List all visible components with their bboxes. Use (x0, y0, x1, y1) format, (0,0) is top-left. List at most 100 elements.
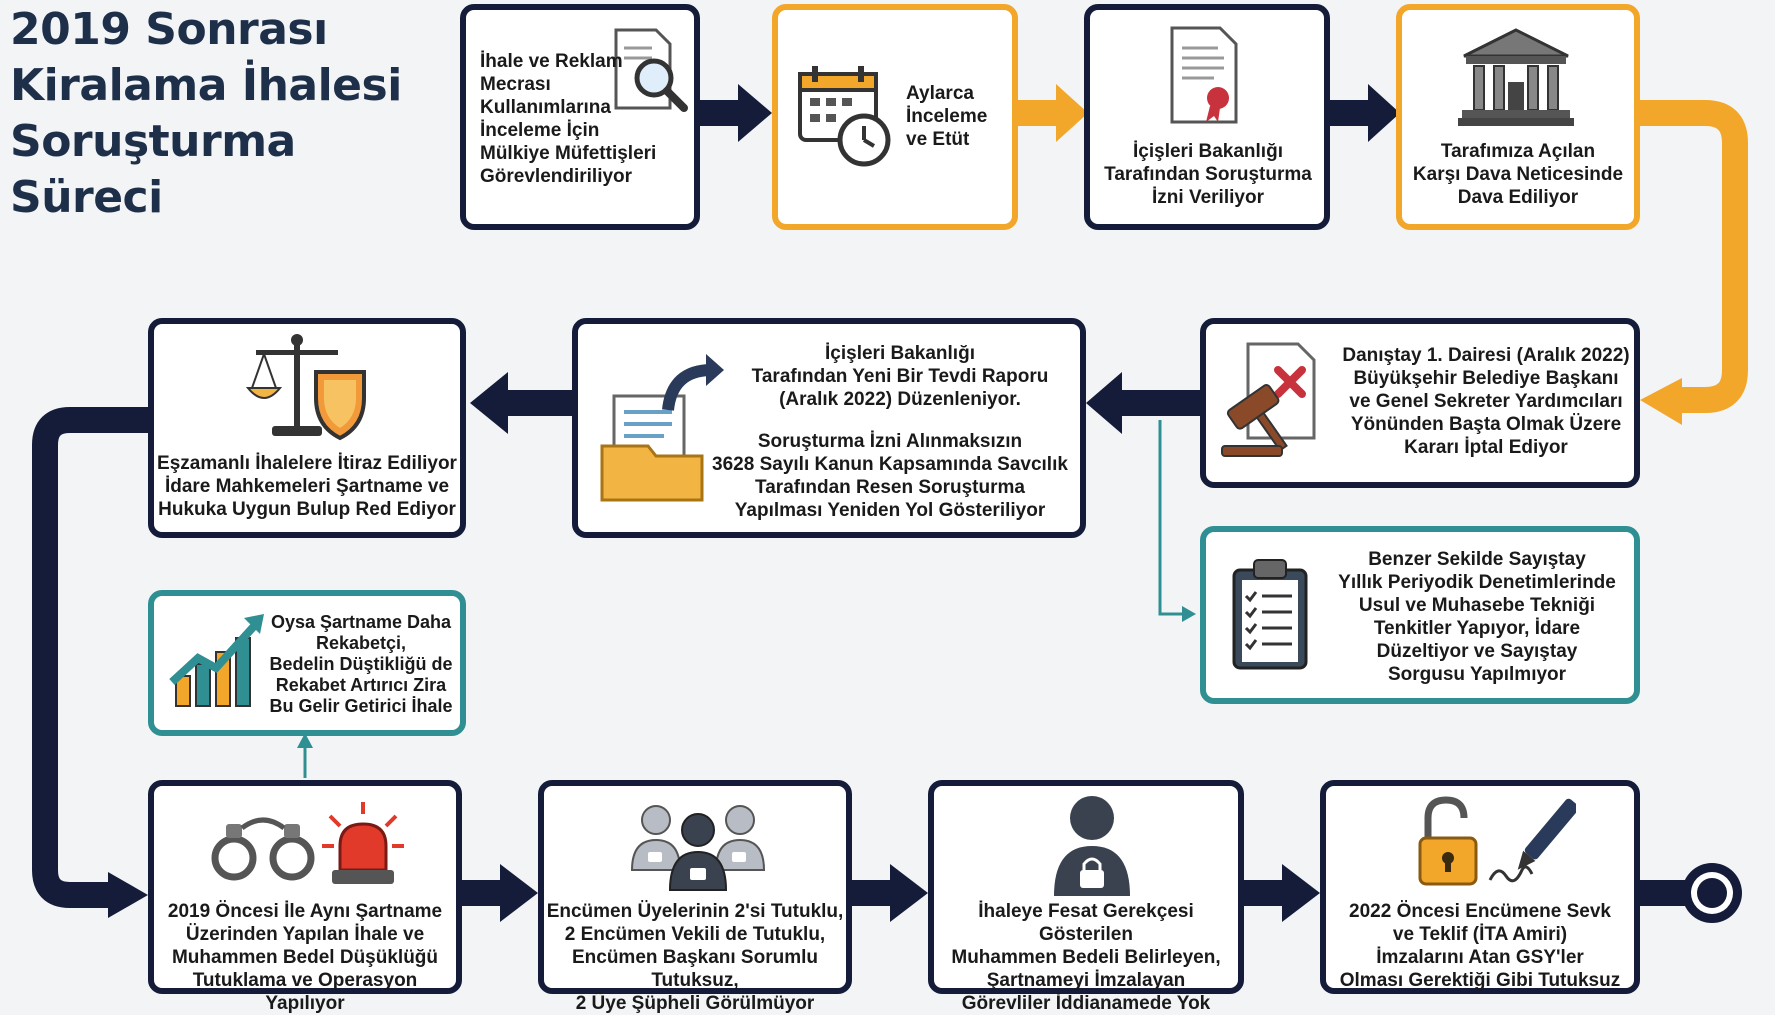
text-line: Yıllık Periyodik Denetimlerinde (1338, 572, 1616, 593)
text-line: Tarafından Soruşturma (1104, 164, 1312, 185)
arrow-right (462, 864, 538, 922)
text-line: Rekabetçi, (315, 633, 407, 653)
arrow-head (108, 872, 148, 918)
arrow-navy-loop (32, 407, 150, 908)
arrow-left (1086, 372, 1200, 434)
signature-pen-icon (1488, 798, 1576, 883)
text-line: İmzalarını Atan GSY'ler (1376, 947, 1584, 968)
text-line: İzni Veriliyor (1152, 187, 1264, 208)
text-line: İdare Mahkemeleri Şartname ve (164, 476, 450, 497)
arrow-right (1018, 84, 1088, 142)
step-text-13: 2022 Öncesi Encümene Sevk ve Teklif (İTA… (1324, 900, 1636, 992)
text-line: Aylarca (906, 83, 974, 104)
text-line: Muhammen Bedel Düşüklüğü (171, 947, 439, 968)
text-line: Bu Gelir Getirici İhale (269, 696, 453, 716)
text-line: İhaleye Fesat Gerekçesi Gösterilen (978, 901, 1194, 945)
text-line: Büyükşehir Belediye Başkanı (1353, 368, 1619, 389)
text-line: Şartnameyi İmzalayan (986, 970, 1186, 991)
text-line: Düzeltiyor ve Sayıştay (1376, 641, 1578, 662)
text-line: Kullanımlarına (480, 97, 611, 118)
text-line: 2019 Öncesi İle Aynı Şartname (167, 901, 443, 922)
text-line: Hukuka Uygun Bulup Red Ediyor (158, 499, 456, 520)
text-line: 3628 Sayılı Kanun Kapsamında Savcılık (712, 454, 1068, 475)
text-line: Tarafından Resen Soruşturma (755, 477, 1025, 498)
text-line: ve Teklif (İTA Amiri) (1392, 924, 1568, 945)
arrow-left (470, 372, 575, 434)
text-line: Mülkiye Müfettişleri (480, 143, 657, 164)
title-line: Soruşturma Süreci (10, 116, 296, 223)
step-text-2: Aylarca İnceleme ve Etüt (906, 82, 1016, 151)
step-text-5: Danıştay 1. Dairesi (Aralık 2022) Büyükş… (1336, 344, 1636, 459)
text-line: Oysa Şartname Daha (270, 612, 452, 632)
arrow-orange-curve (1640, 100, 1748, 413)
text-line: Eşzamanlı İhalelere İtiraz Ediliyor (157, 453, 457, 474)
scales-shield-icon (246, 334, 366, 441)
text-line: Bedelin Düştikliğü de (269, 654, 453, 674)
text-line: Görevlendiriliyor (480, 166, 633, 187)
text-line: Benzer Sekilde Sayıştay (1368, 549, 1586, 570)
text-line: İnceleme (906, 106, 988, 127)
text-line: Encümen Üyelerinin 2'si Tutuklu, (546, 901, 844, 922)
text-line: Muhammen Bedeli Belirleyen, (951, 947, 1221, 968)
text-line: İçişleri Bakanlığı (1133, 141, 1283, 162)
text-line: Soruşturma İzni Alınmaksızın (757, 431, 1023, 452)
text-line: (Aralık 2022) Düzenleniyor. (779, 389, 1021, 410)
text-line: Tarafından Yeni Bir Tevdi Raporu (751, 366, 1049, 387)
text-line: Danıştay 1. Dairesi (Aralık 2022) (1342, 345, 1630, 366)
step-text-1: İhale ve Reklam Mecrası Kullanımlarına İ… (480, 50, 690, 188)
arrow-right (700, 84, 772, 142)
step-text-9: Oysa Şartname Daha Rekabetçi, Bedelin Dü… (268, 612, 454, 717)
text-line: Usul ve Muhasebe Tekniği (1358, 595, 1596, 616)
arrow-right (852, 864, 928, 922)
text-line: İçişleri Bakanlığı (825, 343, 975, 364)
text-line: Kararı İptal Ediyor (1404, 437, 1568, 458)
padlock-open-icon (1418, 796, 1478, 886)
arrow-right (1330, 84, 1400, 142)
text-line: Üzerinden Yapılan İhale ve (185, 924, 425, 945)
title-line: 2019 Sonrası (10, 4, 328, 55)
locked-person-icon (1054, 796, 1130, 896)
text-line: Tarafımıza Açılan (1440, 141, 1596, 162)
text-line: ve Genel Sekreter Yardımcıları (1349, 391, 1623, 412)
text-line: Karşı Dava Neticesinde (1412, 164, 1624, 185)
step-box-10 (148, 780, 462, 994)
end-target-icon (1682, 863, 1742, 923)
certificate-icon (1170, 26, 1238, 124)
title-line: Kiralama İhalesi (10, 60, 402, 111)
arrow-head (1640, 378, 1682, 425)
step-text-7: Eşzamanlı İhalelere İtiraz Ediliyor İdar… (152, 452, 462, 521)
arrow-teal-connector (1158, 420, 1185, 616)
step-text-6a: İçişleri Bakanlığı Tarafından Yeni Bir T… (720, 342, 1080, 411)
page-title: 2019 Sonrası Kiralama İhalesi Soruşturma… (10, 2, 450, 226)
text-line: Tutuklama ve Operasyon Yapılıyor (192, 970, 418, 1014)
text-line: Yönünden Başta Olmak Üzere (1350, 414, 1622, 435)
locked-group-icon (630, 805, 766, 891)
gavel-cancel-icon (1221, 342, 1316, 457)
text-line: Rekabet Artırıcı Zira (275, 675, 447, 695)
calendar-clock-icon (798, 66, 891, 167)
text-line: Mecrası (480, 74, 551, 95)
step-text-4: Tarafımıza Açılan Karşı Dava Neticesinde… (1404, 140, 1632, 209)
text-line: Olması Gerektiği Gibi Tutuksuz (1339, 970, 1621, 991)
step-box-13 (1320, 780, 1640, 994)
text-line: 2 Üye Şüpheli Görülmüyor (575, 993, 815, 1014)
text-line: Tenkitler Yapıyor, İdare (1373, 618, 1581, 639)
growth-chart-icon (169, 614, 264, 707)
step-text-6b: Soruşturma İzni Alınmaksızın 3628 Sayılı… (700, 430, 1080, 522)
text-line: ve Etüt (906, 129, 970, 150)
document-search-icon (614, 28, 688, 112)
siren-icon (322, 802, 404, 884)
arrow-right (1244, 864, 1320, 922)
clipboard-checklist-icon (1232, 559, 1308, 670)
text-line: Encümen Başkanı Sorumlu Tutuksuz, (571, 947, 818, 991)
step-text-8: Benzer Sekilde Sayıştay Yıllık Periyodik… (1322, 548, 1632, 686)
text-line: Dava Ediliyor (1457, 187, 1579, 208)
arrow-head (297, 733, 313, 748)
text-line: Sorgusu Yapılmıyor (1387, 664, 1567, 685)
text-line: İhale ve Reklam (480, 51, 623, 72)
courthouse-icon (1458, 28, 1574, 126)
step-box-1 (460, 4, 700, 230)
text-line: İnceleme İçin (480, 120, 600, 141)
text-line: 2 Encümen Vekili de Tutuklu, (564, 924, 826, 945)
